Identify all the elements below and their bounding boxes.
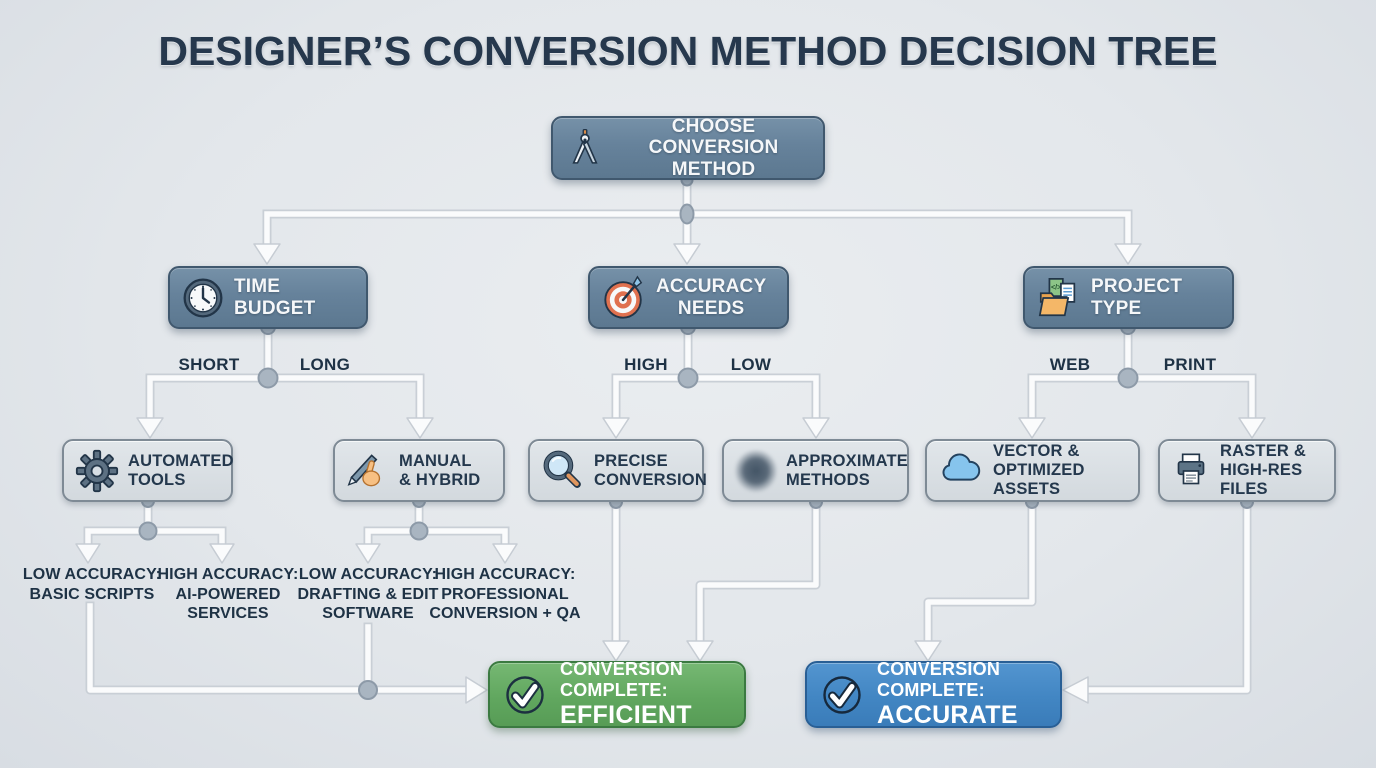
check-circle-icon bbox=[506, 675, 544, 714]
outcome-line1: CONVERSION COMPLETE: bbox=[877, 659, 1001, 700]
node-label: PROJECT TYPE bbox=[1091, 275, 1183, 319]
magnifier-icon bbox=[543, 450, 581, 488]
svg-text:</>: </> bbox=[1051, 283, 1061, 291]
node-conversion-complete-efficient: CONVERSION COMPLETE: EFFICIENT bbox=[488, 659, 746, 729]
leaf-professional-conversion-qa: HIGH ACCURACY: PROFESSIONAL CONVERSION +… bbox=[429, 566, 581, 623]
node-label: APPROXIMATE METHODS bbox=[786, 451, 908, 489]
node-precise-conversion: PRECISE CONVERSION bbox=[528, 439, 707, 502]
folder-documents-icon: </> bbox=[1038, 277, 1076, 316]
pen-hand-icon bbox=[347, 453, 381, 486]
gear-icon bbox=[75, 449, 119, 492]
cloud-icon bbox=[942, 453, 981, 481]
outcome-line2: ACCURATE bbox=[877, 701, 1018, 729]
node-label: TIME BUDGET bbox=[234, 275, 316, 319]
node-approximate-methods: APPROXIMATE METHODS bbox=[722, 439, 909, 502]
node-label: RASTER & HIGH-RES FILES bbox=[1220, 442, 1306, 498]
node-label: MANUAL & HYBRID bbox=[399, 451, 481, 489]
edge-label-print: PRINT bbox=[1163, 355, 1217, 374]
edge-label-low: LOW bbox=[730, 355, 772, 374]
outcome-line2: EFFICIENT bbox=[560, 701, 692, 729]
arrowheads bbox=[75, 243, 1266, 704]
leaf-basic-scripts: LOW ACCURACY: BASIC SCRIPTS bbox=[22, 566, 162, 603]
page-title: DESIGNER’S CONVERSION METHOD DECISION TR… bbox=[158, 28, 1218, 74]
clock-icon bbox=[183, 278, 223, 317]
node-label: AUTOMATED TOOLS bbox=[128, 451, 234, 489]
node-label: CHOOSE CONVERSION METHOD bbox=[648, 115, 779, 180]
node-time-budget: TIME BUDGET bbox=[168, 266, 368, 329]
edge-label-high: HIGH bbox=[624, 355, 668, 374]
node-accuracy-needs: ACCURACY NEEDS bbox=[588, 266, 789, 329]
check-circle-icon bbox=[823, 675, 861, 714]
outcome-line1: CONVERSION COMPLETE: bbox=[560, 659, 684, 700]
edge-label-long: LONG bbox=[299, 355, 351, 374]
node-manual-hybrid: MANUAL & HYBRID bbox=[333, 439, 505, 502]
edge-label-web: WEB bbox=[1049, 355, 1091, 374]
node-label: PRECISE CONVERSION bbox=[594, 451, 707, 489]
blur-dot-icon bbox=[735, 449, 777, 492]
node-project-type: </> PROJECT TYPE bbox=[1023, 266, 1234, 329]
printer-icon bbox=[1177, 453, 1205, 484]
node-label: ACCURACY NEEDS bbox=[656, 275, 767, 319]
edge-label-short: SHORT bbox=[178, 355, 240, 374]
node-conversion-complete-accurate: CONVERSION COMPLETE: ACCURATE bbox=[805, 659, 1062, 729]
node-automated-tools: AUTOMATED TOOLS bbox=[62, 439, 233, 502]
node-vector-optimized-assets: VECTOR & OPTIMIZED ASSETS bbox=[925, 439, 1140, 502]
target-icon bbox=[604, 275, 643, 319]
node-label: VECTOR & OPTIMIZED ASSETS bbox=[993, 442, 1085, 498]
drafting-compass-icon bbox=[572, 128, 598, 164]
node-raster-high-res-files: RASTER & HIGH-RES FILES bbox=[1158, 439, 1336, 502]
leaf-ai-powered-services: HIGH ACCURACY: AI-POWERED SERVICES bbox=[157, 566, 299, 623]
leaf-drafting-edit-software: LOW ACCURACY: DRAFTING & EDIT SOFTWARE bbox=[297, 566, 439, 623]
node-choose-conversion-method: CHOOSE CONVERSION METHOD bbox=[551, 116, 825, 180]
